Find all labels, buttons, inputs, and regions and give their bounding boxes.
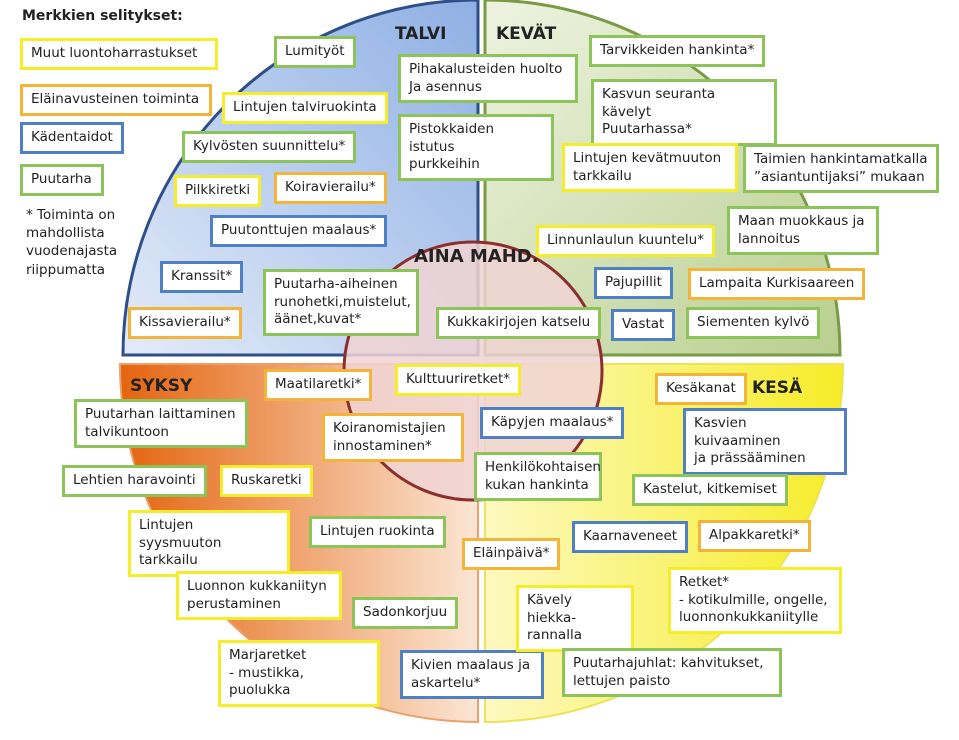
season-label-autumn: SYKSY — [130, 376, 193, 396]
activity-box: Lehtien haravointi — [62, 465, 207, 497]
activity-box: Ruskaretki — [220, 465, 313, 497]
activity-box: Puutarhan laittaminen talvikuntoon — [74, 399, 248, 449]
activity-box: Puutonttujen maalaus* — [210, 215, 388, 247]
legend-item-garden: Puutarha — [20, 164, 104, 196]
activity-box: Vastat — [611, 309, 676, 341]
season-label-center: AINA MAHD. — [414, 246, 539, 267]
activity-box: Kranssit* — [160, 261, 244, 293]
legend-item-animals: Eläinavusteinen toiminta — [20, 84, 212, 116]
activity-box: Käpyjen maalaus* — [480, 407, 625, 439]
activity-box: Kasvien kuivaaminen ja prässääminen — [683, 408, 847, 475]
activity-box: Kaarnaveneet — [572, 521, 689, 553]
legend-item-crafts: Kädentaidot — [20, 122, 124, 154]
legend-note: * Toiminta on mahdollista vuodenajasta r… — [26, 207, 118, 278]
activity-box: Kylvösten suunnittelu* — [182, 131, 357, 163]
season-label-summer: KESÄ — [752, 378, 803, 398]
activity-box: Lampaita Kurkisaareen — [688, 268, 866, 300]
activity-box: Lintujen ruokinta — [309, 516, 446, 548]
activity-box: Koiravierailu* — [274, 172, 387, 204]
activity-box: Kissavierailu* — [128, 307, 242, 339]
season-label-winter: TALVI — [395, 24, 447, 44]
activity-box: Retket* - kotikulmille, ongelle, luonnon… — [668, 567, 842, 634]
activity-box: Lumityöt — [274, 36, 356, 68]
legend-title: Merkkien selitykset: — [22, 8, 183, 24]
activity-box: Marjaretket - mustikka, puolukka — [218, 640, 380, 707]
activity-box: Lintujen syysmuuton tarkkailu — [128, 510, 290, 577]
activity-box: Maan muokkaus ja lannoitus — [727, 206, 879, 256]
activity-box: Taimien hankintamatkalla ”asiantuntijaks… — [743, 144, 939, 194]
activity-box: Henkilökohtaisen kukan hankinta — [474, 452, 602, 502]
activity-box: Pistokkaiden istutus purkkeihin — [398, 114, 554, 181]
activity-box: Kasvun seuranta kävelyt Puutarhassa* — [591, 79, 777, 146]
activity-box: Pajupillit — [594, 267, 673, 299]
activity-box: Alpakkaretki* — [698, 520, 811, 552]
activity-box: Kesäkanat — [655, 373, 747, 405]
activity-box: Kivien maalaus ja askartelu* — [400, 650, 544, 700]
activity-box: Sadonkorjuu — [352, 597, 459, 629]
activity-box: Kävely hiekka- rannalla — [516, 585, 634, 652]
activity-box: Eläinpäivä* — [462, 538, 561, 570]
activity-box: Puutarha-aiheinen runohetki,muistelut, ä… — [263, 269, 419, 336]
legend-item-nature: Muut luontoharrastukset — [20, 38, 218, 70]
activity-box: Linnunlaulun kuuntelu* — [536, 225, 715, 257]
activity-box: Luonnon kukkaniityn perustaminen — [176, 571, 342, 621]
activity-box: Puutarhajuhlat: kahvitukset, lettujen pa… — [562, 648, 782, 698]
activity-box: Maatilaretki* — [264, 369, 373, 401]
activity-box: Kukkakirjojen katselu — [436, 307, 602, 339]
activity-box: Kulttuuriretket* — [395, 364, 522, 396]
activity-box: Lintujen talviruokinta — [222, 92, 388, 124]
activity-box: Koiranomistajien innostaminen* — [322, 413, 464, 463]
season-label-spring: KEVÄT — [496, 24, 557, 44]
activity-box: Siementen kylvö — [686, 307, 821, 339]
activity-box: Tarvikkeiden hankinta* — [589, 35, 766, 67]
activity-box: Kastelut, kitkemiset — [632, 474, 788, 506]
activity-box: Pihakalusteiden huolto Ja asennus — [398, 54, 578, 104]
activity-box: Lintujen kevätmuuton tarkkailu — [562, 143, 738, 193]
activity-box: Pilkkiretki — [174, 175, 262, 207]
